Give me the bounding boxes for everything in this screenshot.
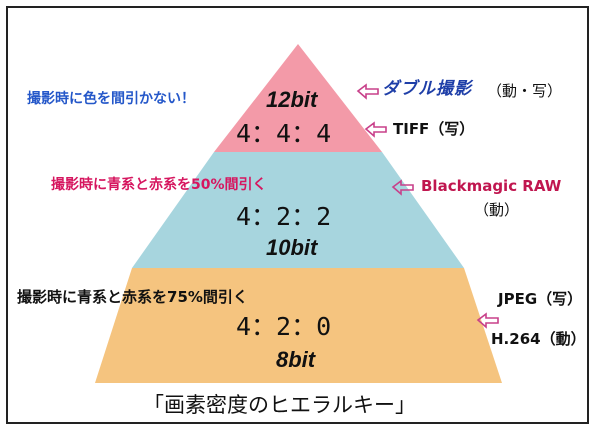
left-arrow-icon [391,179,414,196]
bottom-tier-ratio: 4：2：0 [236,312,332,341]
dual-shooting-label: ダブル撮影 [382,79,472,99]
bottom-tier-note: 撮影時に青系と赤系を75%間引く [17,288,248,306]
middle-tier-bits: 10bit [266,235,318,260]
left-arrow-icon [476,312,499,329]
blackmagic-suffix: （動） [474,201,520,219]
top-tier-note: 撮影時に色を間引かない！ [27,91,195,107]
left-arrow-icon [356,83,379,100]
jpeg-label: JPEG（写） [498,290,583,308]
middle-tier-ratio: 4：2：2 [236,202,332,231]
left-arrow-icon [364,121,387,138]
tiff-label: TIFF（写） [393,120,475,138]
top-tier-bits: 12bit [266,87,318,112]
h264-label: H.264（動） [491,330,586,348]
pyramid-tier-middle [132,152,464,268]
bottom-tier-bits: 8bit [276,347,316,372]
pyramid-tier-top [214,44,382,152]
diagram-caption: 「画素密度のヒエラルキー」 [143,393,416,417]
top-tier-ratio: 4：4：4 [236,119,332,148]
blackmagic-label: Blackmagic RAW [421,177,562,195]
middle-tier-note: 撮影時に青系と赤系を50%間引く [51,177,267,193]
dual-shooting-suffix: （動・写） [487,82,563,100]
pyramid-tier-bottom [95,268,502,383]
